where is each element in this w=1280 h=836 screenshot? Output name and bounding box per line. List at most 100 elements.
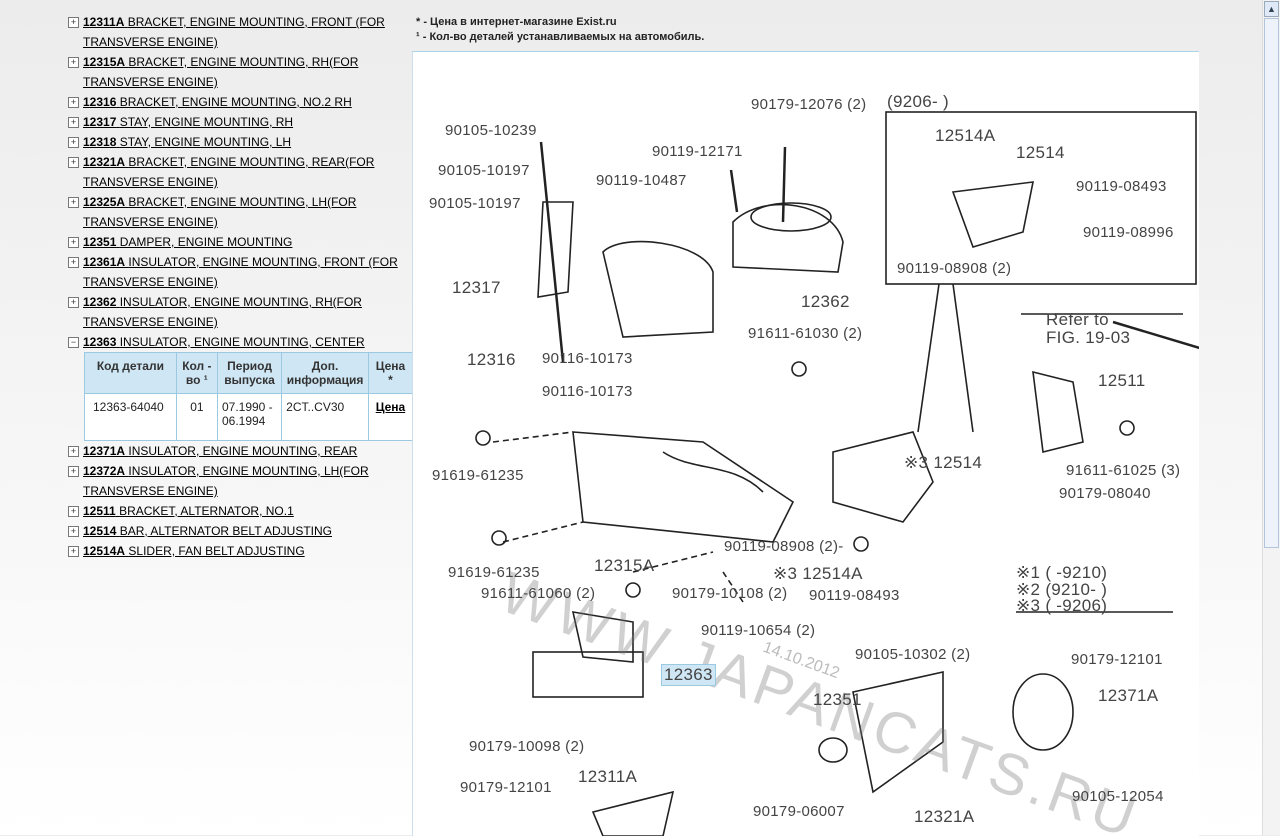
part-link[interactable]: 12514A SLIDER, FAN BELT ADJUSTING [83, 544, 305, 558]
part-label[interactable]: 91619-61235 [432, 467, 524, 484]
part-label[interactable]: 90119-08908 (2) [897, 260, 1012, 277]
vertical-scrollbar[interactable]: ▲ [1262, 0, 1280, 835]
tree-item: +12372A INSULATOR, ENGINE MOUNTING, LH(F… [68, 461, 413, 501]
tree-item: +12351 DAMPER, ENGINE MOUNTING [68, 232, 413, 252]
part-label[interactable]: 90179-12076 (2) [751, 96, 867, 113]
scroll-up-button[interactable]: ▲ [1264, 1, 1279, 17]
expand-icon[interactable]: + [68, 506, 79, 517]
part-label[interactable]: 12362 [801, 292, 850, 311]
expand-icon[interactable]: + [68, 546, 79, 557]
part-label[interactable]: 90119-10654 (2) [701, 622, 816, 639]
part-label[interactable]: 90179-12101 [460, 779, 552, 796]
expand-icon[interactable]: + [68, 237, 79, 248]
period: 07.1990 - 06.1994 [216, 393, 283, 441]
expand-icon[interactable]: + [68, 466, 79, 477]
part-label[interactable]: ※2 (9210- ) [1016, 580, 1108, 599]
part-label[interactable]: 12317 [452, 278, 501, 297]
part-link[interactable]: 12511 BRACKET, ALTERNATOR, NO.1 [83, 504, 294, 518]
part-label[interactable]: 90119-08493 [1076, 178, 1167, 195]
part-label[interactable]: 91611-61060 (2) [481, 585, 596, 602]
part-label[interactable]: 90105-10197 [429, 195, 521, 212]
part-label[interactable]: 90116-10173 [542, 383, 633, 400]
part-link[interactable]: 12315A BRACKET, ENGINE MOUNTING, RH(FOR … [83, 55, 359, 89]
part-label[interactable]: 90179-12101 [1071, 651, 1163, 668]
part-link[interactable]: 12372A INSULATOR, ENGINE MOUNTING, LH(FO… [83, 464, 369, 498]
note-price: * - Цена в интернет-магазине Exist.ru [416, 16, 617, 28]
part-label[interactable]: 12514A [935, 126, 996, 145]
part-label[interactable]: 12311A [578, 767, 638, 786]
part-link[interactable]: 12514 BAR, ALTERNATOR BELT ADJUSTING [83, 524, 332, 538]
part-link[interactable]: 12363 INSULATOR, ENGINE MOUNTING, CENTER [83, 335, 365, 349]
parts-diagram: WWW.JAPANCATS.RU 14.10.2012 90179-12076 … [412, 51, 1199, 836]
part-label[interactable]: 90119-08493 [809, 587, 900, 604]
part-label[interactable]: 12511 [1098, 371, 1146, 390]
part-label[interactable]: 90119-08908 (2)- [724, 538, 844, 555]
expand-icon[interactable]: + [68, 137, 79, 148]
part-label[interactable]: (9206- ) [887, 92, 949, 111]
part-label[interactable]: ※1 ( -9210) [1016, 563, 1108, 582]
expand-icon[interactable]: + [68, 57, 79, 68]
part-link[interactable]: 12318 STAY, ENGINE MOUNTING, LH [83, 135, 292, 149]
part-label[interactable]: 90105-12054 [1072, 788, 1164, 805]
part-link[interactable]: 12351 DAMPER, ENGINE MOUNTING [83, 235, 293, 249]
part-label[interactable]: 91611-61030 (2) [748, 325, 863, 342]
expand-icon[interactable]: + [68, 297, 79, 308]
part-label[interactable]: 12315A [594, 556, 655, 575]
part-code: 12363-64040 [84, 393, 177, 441]
expand-icon[interactable]: + [68, 197, 79, 208]
expand-icon[interactable]: + [68, 446, 79, 457]
part-label[interactable]: 12321A [914, 807, 975, 826]
part-label[interactable]: ※3 ( -9206) [1016, 596, 1108, 615]
part-label[interactable]: 91611-61025 (3) [1066, 462, 1181, 479]
tree-item: +12317 STAY, ENGINE MOUNTING, RH [68, 112, 413, 132]
column-header: Цена * [367, 352, 414, 394]
part-label[interactable]: 90105-10239 [445, 122, 537, 139]
expand-icon[interactable]: + [68, 97, 79, 108]
part-label[interactable]: ※3 12514 [904, 453, 983, 472]
expand-icon[interactable]: + [68, 117, 79, 128]
part-label[interactable]: Refer to [1046, 310, 1109, 329]
part-label[interactable]: 12351 [813, 690, 862, 709]
part-link[interactable]: 12321A BRACKET, ENGINE MOUNTING, REAR(FO… [83, 155, 375, 189]
part-label[interactable]: 12514 [1016, 143, 1065, 162]
part-label[interactable]: 90119-10487 [596, 172, 687, 189]
column-header: Кол - во ¹ [175, 352, 218, 394]
tree-item: +12371A INSULATOR, ENGINE MOUNTING, REAR [68, 441, 413, 461]
part-label[interactable]: 12371A [1098, 686, 1159, 705]
tree-item: +12362 INSULATOR, ENGINE MOUNTING, RH(FO… [68, 292, 413, 332]
part-link[interactable]: 12311A BRACKET, ENGINE MOUNTING, FRONT (… [83, 15, 385, 49]
price-link[interactable]: Цена [375, 400, 406, 414]
expand-icon[interactable]: + [68, 157, 79, 168]
part-label[interactable]: 90105-10197 [438, 162, 530, 179]
parts-tree: +12311A BRACKET, ENGINE MOUNTING, FRONT … [68, 12, 414, 561]
part-link[interactable]: 12316 BRACKET, ENGINE MOUNTING, NO.2 RH [83, 95, 352, 109]
collapse-icon[interactable]: − [68, 337, 79, 348]
part-link[interactable]: 12362 INSULATOR, ENGINE MOUNTING, RH(FOR… [83, 295, 362, 329]
part-label[interactable]: 91619-61235 [448, 564, 540, 581]
expand-icon[interactable]: + [68, 526, 79, 537]
part-link[interactable]: 12317 STAY, ENGINE MOUNTING, RH [83, 115, 294, 129]
part-label-highlighted[interactable]: 12363 [661, 664, 716, 686]
part-label[interactable]: 90105-10302 (2) [855, 646, 971, 663]
part-label[interactable]: 90179-08040 [1059, 485, 1151, 502]
part-label[interactable]: 90179-10108 (2) [672, 585, 788, 602]
expand-icon[interactable]: + [68, 17, 79, 28]
part-label[interactable]: 90179-10098 (2) [469, 738, 585, 755]
tree-item: +12514A SLIDER, FAN BELT ADJUSTING [68, 541, 413, 561]
part-label[interactable]: 90119-08996 [1083, 224, 1174, 241]
part-label[interactable]: FIG. 19-03 [1046, 328, 1131, 347]
part-link[interactable]: 12371A INSULATOR, ENGINE MOUNTING, REAR [83, 444, 358, 458]
expand-icon[interactable]: + [68, 257, 79, 268]
part-label[interactable]: 12316 [467, 350, 516, 369]
column-header: Код детали [84, 352, 177, 394]
column-header: Доп. информация [281, 352, 369, 394]
scroll-thumb[interactable] [1264, 18, 1279, 548]
part-label[interactable]: 90179-06007 [753, 803, 845, 820]
part-label[interactable]: 90119-12171 [652, 143, 743, 160]
part-label[interactable]: 90116-10173 [542, 350, 633, 367]
part-link[interactable]: 12325A BRACKET, ENGINE MOUNTING, LH(FOR … [83, 195, 357, 229]
part-link[interactable]: 12361A INSULATOR, ENGINE MOUNTING, FRONT… [83, 255, 398, 289]
tree-item: +12316 BRACKET, ENGINE MOUNTING, NO.2 RH [68, 92, 413, 112]
part-label[interactable]: ※3 12514A [773, 564, 863, 583]
